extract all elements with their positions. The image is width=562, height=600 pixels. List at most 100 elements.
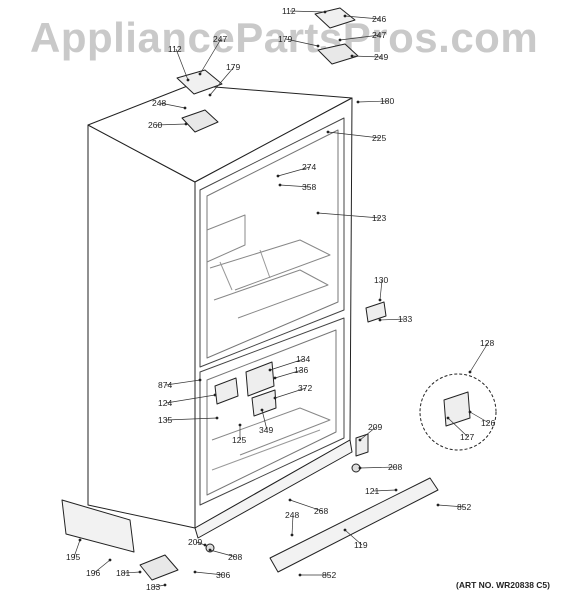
leader-line-209	[359, 426, 377, 441]
part-callout-209[interactable]: 209	[188, 537, 202, 547]
leader-dot-180	[356, 100, 360, 104]
leader-dot-209	[203, 543, 207, 547]
part-callout-180[interactable]: 180	[380, 96, 394, 106]
leader-dot-249	[350, 54, 354, 58]
leader-dot-852	[298, 573, 302, 577]
leader-dot-274	[276, 174, 280, 178]
part-callout-112[interactable]: 112	[282, 6, 296, 16]
leader-line-134	[269, 358, 305, 371]
part-callout-124[interactable]: 124	[158, 398, 172, 408]
part-callout-121[interactable]: 121	[365, 486, 379, 496]
leader-line-208	[209, 549, 237, 558]
top-right-hinge-cover	[314, 7, 356, 29]
part-callout-225[interactable]: 225	[372, 133, 386, 143]
part-callout-306[interactable]: 306	[216, 570, 230, 580]
leader-dot-119	[343, 528, 347, 532]
part-callout-136[interactable]: 136	[294, 365, 308, 375]
leader-dot-179	[316, 44, 320, 48]
drawer-rail	[269, 477, 439, 573]
leader-line-133	[379, 318, 407, 321]
part-callout-179[interactable]: 179	[278, 34, 292, 44]
leader-dot-248	[183, 106, 187, 110]
leader-line-208	[359, 466, 397, 469]
fresh-food-liner	[199, 117, 345, 368]
leader-dot-136	[273, 376, 277, 380]
leader-dot-225	[326, 130, 330, 134]
leader-dot-874	[198, 378, 202, 382]
part-callout-247[interactable]: 247	[213, 34, 227, 44]
part-callout-209[interactable]: 209	[368, 422, 382, 432]
part-callout-134[interactable]: 134	[296, 354, 310, 364]
part-callout-874[interactable]: 874	[158, 380, 172, 390]
leader-line-136	[274, 369, 303, 379]
art-number: (ART NO. WR20838 C5)	[456, 580, 550, 590]
part-callout-246[interactable]: 246	[372, 14, 386, 24]
leader-line-306	[194, 571, 225, 576]
leader-dot-248	[290, 533, 294, 537]
part-callout-208[interactable]: 208	[388, 462, 402, 472]
leader-line-209	[195, 541, 206, 546]
leader-line-372	[274, 387, 307, 399]
leader-line-181	[123, 571, 141, 574]
part-callout-112[interactable]: 112	[168, 44, 182, 54]
part-callout-130[interactable]: 130	[374, 275, 388, 285]
leader-dot-135	[215, 416, 219, 420]
leader-dot-126	[468, 410, 472, 414]
leader-dot-134	[268, 368, 272, 372]
watermark: AppliancePartsPros.com	[30, 14, 539, 61]
part-callout-358[interactable]: 358	[302, 182, 316, 192]
part-callout-181[interactable]: 181	[116, 568, 130, 578]
leader-line-130	[379, 279, 383, 301]
part-callout-349[interactable]: 349	[259, 425, 273, 435]
leader-line-112	[289, 10, 326, 13]
leader-dot-123	[316, 211, 320, 215]
part-callout-123[interactable]: 123	[372, 213, 386, 223]
part-callout-249[interactable]: 249	[374, 52, 388, 62]
leader-line-248	[291, 514, 294, 536]
part-callout-260[interactable]: 260	[148, 120, 162, 130]
leader-line-195	[73, 539, 81, 558]
leader-line-248	[159, 102, 186, 109]
part-callout-128[interactable]: 128	[480, 338, 494, 348]
leader-dot-372	[273, 396, 277, 400]
part-callout-127[interactable]: 127	[460, 432, 474, 442]
leader-dot-260	[184, 122, 188, 126]
part-callout-133[interactable]: 133	[398, 314, 412, 324]
part-callout-208[interactable]: 208	[228, 552, 242, 562]
leader-line-260	[155, 123, 187, 126]
part-callout-247[interactable]: 247	[372, 30, 386, 40]
part-callout-125[interactable]: 125	[232, 435, 246, 445]
part-callout-274[interactable]: 274	[302, 162, 316, 172]
leader-line-247	[199, 38, 222, 75]
part-callout-196[interactable]: 196	[86, 568, 100, 578]
lower-hinge	[139, 554, 179, 581]
leader-dot-183	[163, 583, 167, 587]
leader-line-179	[285, 38, 319, 47]
leader-dot-124	[213, 393, 217, 397]
part-callout-126[interactable]: 126	[481, 418, 495, 428]
leader-line-247	[339, 34, 381, 41]
part-callout-248[interactable]: 248	[285, 510, 299, 520]
part-callout-195[interactable]: 195	[66, 552, 80, 562]
part-callout-852[interactable]: 852	[322, 570, 336, 580]
part-callout-852[interactable]: 852	[457, 502, 471, 512]
part-callout-248[interactable]: 248	[152, 98, 166, 108]
leader-line-179	[209, 66, 235, 96]
part-callout-179[interactable]: 179	[226, 62, 240, 72]
leader-line-246	[344, 15, 381, 20]
leader-line-852	[437, 504, 466, 508]
part-callout-183[interactable]: 183	[146, 582, 160, 592]
leader-line-225	[327, 131, 381, 139]
leader-line-249	[351, 55, 383, 58]
leader-line-874	[165, 379, 201, 386]
top-right-hinge	[317, 43, 359, 65]
part-callout-268[interactable]: 268	[314, 506, 328, 516]
leader-dot-246	[343, 14, 347, 18]
leader-line-121	[372, 489, 397, 492]
part-callout-135[interactable]: 135	[158, 415, 172, 425]
leader-line-112	[175, 48, 189, 81]
part-callout-119[interactable]: 119	[354, 540, 368, 550]
part-callout-372[interactable]: 372	[298, 383, 312, 393]
